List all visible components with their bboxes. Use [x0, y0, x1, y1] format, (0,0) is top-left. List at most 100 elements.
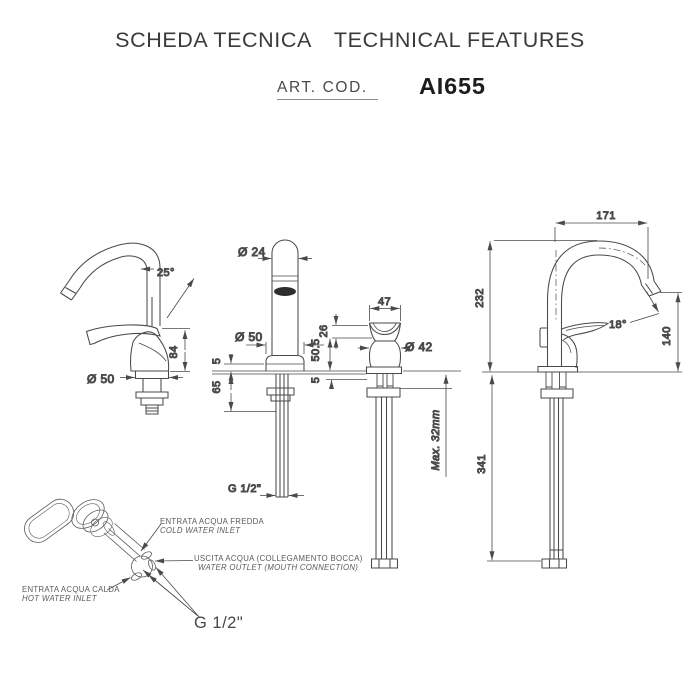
escutcheon	[266, 356, 304, 372]
ext-line	[266, 342, 304, 354]
handle-inner	[566, 326, 604, 331]
dim-plate-offset	[326, 380, 367, 389]
dim-handle-width	[370, 305, 401, 321]
view-back: 47 26 50.5 5 Ø 42	[309, 295, 461, 568]
dim-label-max-counter: Max. 32mm	[430, 409, 442, 470]
outlet-leader	[155, 558, 193, 564]
view-exploded: ENTRATA ACQUA FREDDA COLD WATER INLET US…	[19, 494, 363, 632]
dim-84	[162, 329, 190, 372]
spout-outline	[69, 243, 160, 326]
bottom-nut	[542, 559, 567, 568]
ext-line	[332, 326, 372, 339]
dim-label-base-diameter: Ø 50	[235, 330, 263, 344]
dim-label-84: 84	[168, 345, 180, 358]
dim-label-thread: G 1/2"	[228, 483, 261, 495]
handle-bowl-inner	[373, 323, 397, 332]
handle-lever	[87, 325, 161, 345]
view-side-left: 84 Ø 50 25°	[61, 243, 195, 414]
shank-tube	[276, 374, 288, 497]
dim-label-spout-reach: 171	[596, 210, 616, 222]
angle-ray	[167, 279, 194, 319]
cold-inlet-label-en: COLD WATER INLET	[160, 526, 241, 535]
mounting-flange	[367, 388, 400, 397]
shank-joint-ring	[101, 520, 116, 537]
dim-outlet-angle	[630, 292, 659, 323]
dim-label-shank-height: 341	[476, 454, 488, 474]
body-accent	[139, 343, 166, 361]
dim-shank-length	[224, 375, 276, 412]
view-side-right: 171 232 18° 140 341	[473, 209, 682, 568]
dim-max-counter	[400, 371, 461, 477]
dim-label-outlet-angle: 18°	[609, 319, 627, 331]
handle-bowl	[370, 323, 401, 335]
title-italian: SCHEDA TECNICA	[115, 28, 312, 52]
base-flange	[538, 367, 578, 373]
spout-inner	[80, 256, 147, 326]
dim-label-shank-length: 65	[211, 380, 223, 393]
mounting-flange	[541, 389, 573, 398]
drawing-stroke	[25, 500, 73, 543]
shank	[143, 379, 161, 393]
dim-label-spout-diameter: Ø 24	[238, 245, 266, 259]
body-accent	[562, 340, 572, 353]
angle-ray	[647, 292, 659, 313]
ext-line	[370, 305, 401, 321]
hot-port	[130, 571, 143, 582]
body-tab	[540, 328, 548, 347]
drawing-stroke	[19, 494, 79, 548]
thread-leader	[149, 575, 199, 616]
dim-spout-reach	[555, 220, 648, 279]
thread-leader	[156, 568, 200, 619]
aerator-rings	[272, 276, 298, 281]
dim-label-body-diameter: Ø 42	[405, 340, 433, 354]
outlet-label-it: USCITA ACQUA (COLLEGAMENTO BOCCA)	[194, 554, 363, 563]
base-flange	[367, 367, 402, 374]
handle-sides	[370, 323, 401, 341]
tailpieces	[377, 374, 393, 389]
cartridge-ring	[87, 513, 116, 540]
spout-tube	[272, 240, 298, 355]
hot-inlet-label-en: HOT WATER INLET	[22, 594, 98, 603]
dim-plate-height	[224, 354, 264, 381]
dim-shank-height	[487, 375, 541, 561]
cold-leader	[141, 524, 161, 551]
cartridge-ring	[66, 494, 109, 535]
spout-tip	[61, 281, 81, 300]
cold-port	[140, 550, 153, 561]
leader-lines	[107, 524, 200, 618]
spout-outline	[548, 241, 655, 367]
view-front: Ø 24 Ø 50 5 65 G 1/2"	[210, 240, 366, 498]
shank-tube	[376, 397, 392, 559]
ext-line	[555, 227, 648, 279]
bottom-nut	[372, 559, 398, 568]
thread-size-label: G 1/2"	[194, 614, 243, 632]
drawing-stroke: ENTRATA ACQUA FREDDA COLD WATER INLET US…	[22, 517, 363, 632]
angle-ray	[630, 314, 659, 323]
faucet-body	[562, 334, 578, 368]
cartridge-ring	[79, 505, 112, 536]
spout-inner	[562, 255, 642, 367]
mounting-nut	[136, 392, 168, 414]
dim-outlet-height	[660, 293, 682, 372]
cold-inlet-label-it: ENTRATA ACQUA FREDDA	[160, 517, 265, 526]
tailpieces	[546, 372, 566, 389]
handle-wireframe	[19, 494, 79, 548]
mounting-nut	[267, 388, 294, 401]
shank-wireframe	[104, 524, 145, 562]
arc-centerline	[599, 248, 646, 266]
outlet-tip	[642, 281, 662, 296]
dim-base-diameter	[246, 342, 324, 354]
dim-label-body-height: 50.5	[310, 338, 322, 361]
outlet-port	[147, 559, 157, 572]
outlet-opening	[274, 287, 296, 296]
faucet-body	[131, 332, 169, 371]
hot-leader	[107, 578, 131, 591]
faucet-body	[370, 341, 401, 367]
dim-label-base-diameter: Ø 50	[87, 372, 115, 386]
dim-label-spout-angle: 25°	[157, 267, 175, 279]
dim-label-handle-height: 26	[318, 324, 330, 337]
article-code-value: AI655	[419, 73, 486, 99]
